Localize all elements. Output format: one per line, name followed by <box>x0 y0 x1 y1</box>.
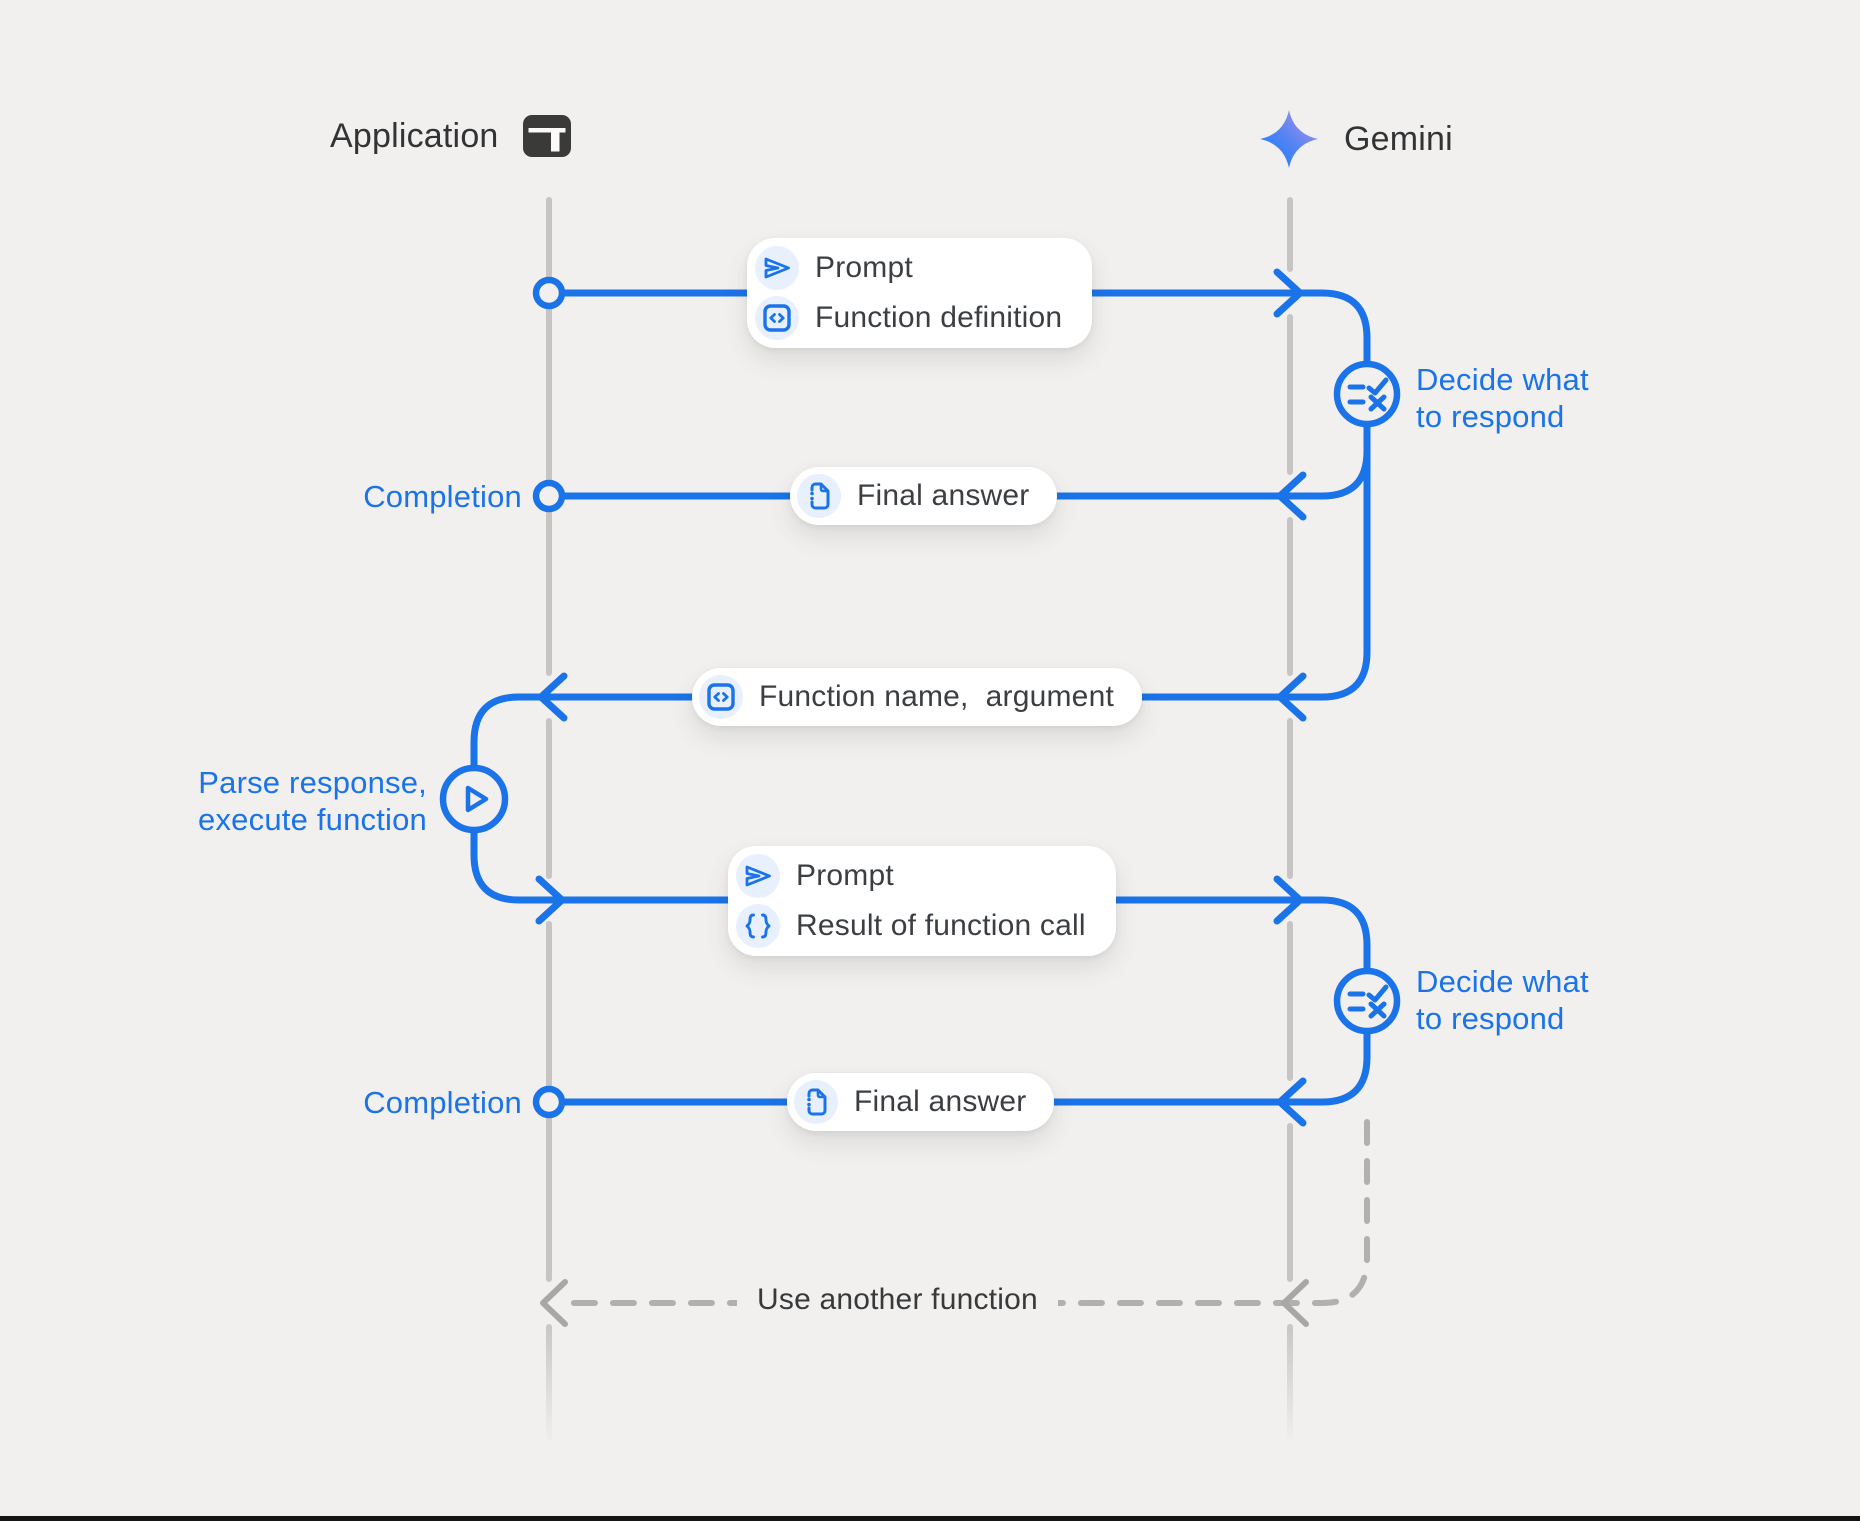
message-row: Function definition <box>755 296 1062 340</box>
message-label: Result of function call <box>796 909 1086 942</box>
decide-caption-2: Decide what to respond <box>1416 963 1589 1037</box>
caption-line: to respond <box>1416 399 1565 434</box>
completion-caption-2: Completion <box>363 1085 522 1120</box>
message-box-prompt-function-definition: Prompt Function definition <box>747 238 1093 348</box>
parse-execute-caption: Parse response, execute function <box>198 764 427 838</box>
app-window-icon <box>522 115 571 157</box>
decide-rules-icon <box>1347 377 1389 412</box>
decide-caption-1: Decide what to respond <box>1416 361 1589 435</box>
message-pill-final-answer-2: Final answer <box>787 1073 1055 1131</box>
completion-caption-1: Completion <box>363 479 522 514</box>
message-row: Result of function call <box>736 904 1086 948</box>
code-brackets-icon <box>755 296 799 340</box>
message-pill-function-name-argument: Function name, argument <box>692 668 1142 726</box>
dashed-arrowhead-gemini <box>1281 1279 1309 1327</box>
gemini-sparkle-icon <box>1258 108 1320 170</box>
message-label: Prompt <box>796 859 894 892</box>
caption-line: Decide what <box>1416 964 1589 999</box>
message-label: Final answer <box>854 1085 1027 1118</box>
caption-line: execute function <box>198 802 427 837</box>
message-box-prompt-result: Prompt Result of function call <box>728 846 1116 956</box>
message-label: Function name, argument <box>759 680 1114 713</box>
endpoint-rings <box>532 276 566 1119</box>
message-row: Prompt <box>755 246 1062 290</box>
message-label: Function definition <box>815 301 1063 334</box>
gemini-label: Gemini <box>1344 119 1453 158</box>
decide-node-1 <box>1333 360 1401 428</box>
message-pill-final-answer-1: Final answer <box>790 467 1058 525</box>
message-label: Prompt <box>815 251 913 284</box>
parse-execute-node <box>439 764 509 834</box>
decide-node-2 <box>1333 967 1401 1035</box>
application-label: Application <box>330 116 499 155</box>
caption-line: Decide what <box>1416 362 1589 397</box>
use-another-function-caption: Use another function <box>737 1283 1058 1317</box>
caption-line: to respond <box>1416 1001 1565 1036</box>
curly-braces-icon <box>736 904 780 948</box>
decide-rules-icon <box>1347 984 1389 1019</box>
actor-gemini: Gemini <box>1258 108 1453 170</box>
caption-line: Parse response, <box>198 765 427 800</box>
document-icon <box>794 1080 838 1124</box>
bottom-edge-bar <box>0 1516 1860 1521</box>
message-label: Final answer <box>857 479 1030 512</box>
flow-arrowheads <box>535 268 1307 1127</box>
send-icon <box>755 246 799 290</box>
code-brackets-icon <box>699 675 743 719</box>
document-icon <box>797 474 841 518</box>
dashed-arrowhead-application <box>540 1279 568 1327</box>
send-icon <box>736 854 780 898</box>
actor-application: Application <box>330 115 571 157</box>
message-row: Prompt <box>736 854 1086 898</box>
play-icon <box>465 785 489 813</box>
use-another-function-dashed-path <box>563 1119 1370 1306</box>
